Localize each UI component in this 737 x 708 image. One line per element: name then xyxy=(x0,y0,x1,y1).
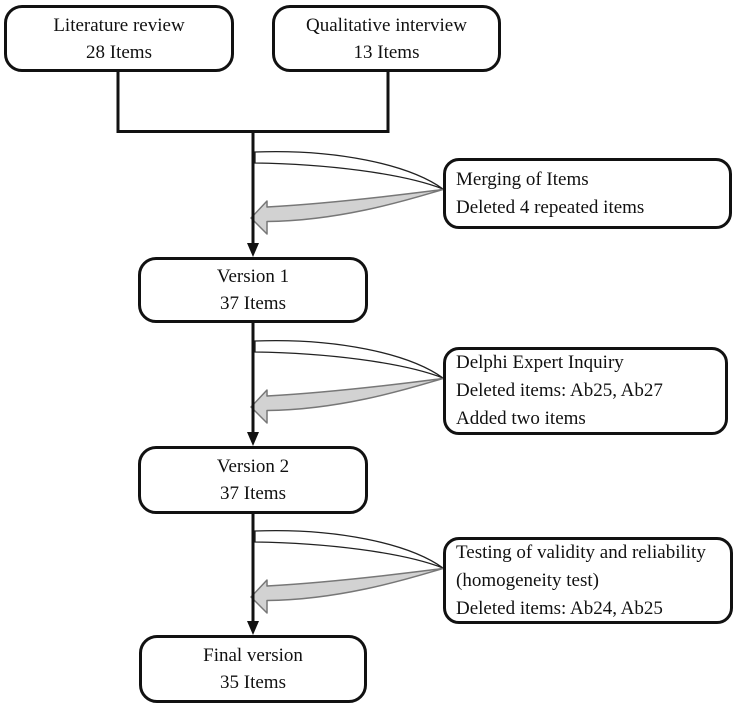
loop-arrow-2 xyxy=(250,339,444,424)
node-title: Final version xyxy=(203,645,303,666)
node-count: 28 Items xyxy=(86,41,152,63)
node-count: 37 Items xyxy=(220,293,286,314)
node-title: Qualitative interview xyxy=(306,14,467,36)
loop-out-line xyxy=(254,150,444,190)
node-title: Version 1 xyxy=(216,266,290,287)
loop-arrow-3 xyxy=(250,529,444,614)
flow-arrowhead-1 xyxy=(247,243,259,257)
merge-connector xyxy=(116,71,390,133)
flow-arrowhead-2 xyxy=(247,432,259,446)
node-literature-review: Literature review 28 Items xyxy=(4,5,234,72)
node-qualitative-interview: Qualitative interview 13 Items xyxy=(272,5,501,72)
note-line: Added two items xyxy=(456,408,586,429)
flow-arrowhead-3 xyxy=(247,621,259,635)
note-validity-reliability-testing: Testing of validity and reliability (hom… xyxy=(443,537,733,624)
note-line: Delphi Expert Inquiry xyxy=(456,352,624,373)
node-title: Literature review xyxy=(53,14,185,36)
node-version-1: Version 1 37 Items xyxy=(138,257,368,323)
note-line: Deleted items: Ab25, Ab27 xyxy=(456,380,663,401)
node-count: 13 Items xyxy=(353,41,420,63)
loop-arrow-1 xyxy=(250,150,444,235)
note-line: Testing of validity and reliability xyxy=(456,541,706,563)
note-line: Deleted items: Ab24, Ab25 xyxy=(456,597,663,619)
note-line: (homogeneity test) xyxy=(456,569,599,591)
node-title: Version 2 xyxy=(216,456,290,477)
note-line: Deleted 4 repeated items xyxy=(456,196,645,218)
node-version-2: Version 2 37 Items xyxy=(138,446,368,514)
note-merging-of-items: Merging of Items Deleted 4 repeated item… xyxy=(443,158,732,229)
node-count: 35 Items xyxy=(220,672,286,693)
node-count: 37 Items xyxy=(220,483,286,504)
loop-return-arrow xyxy=(250,188,444,235)
note-delphi-expert-inquiry: Delphi Expert Inquiry Deleted items: Ab2… xyxy=(443,347,728,435)
note-line: Merging of Items xyxy=(456,168,589,190)
node-final-version: Final version 35 Items xyxy=(139,635,367,703)
